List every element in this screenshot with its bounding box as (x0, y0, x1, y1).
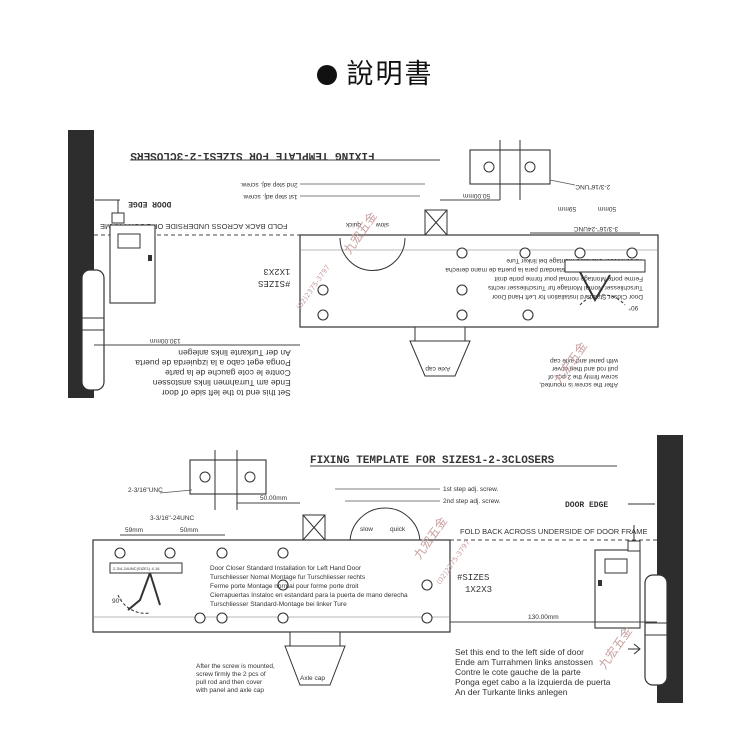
svg-text:90°: 90° (628, 304, 638, 312)
mounting-plate (92, 539, 451, 633)
dim-50b: 50mm (180, 527, 198, 534)
svg-text:with panel and axle cap: with panel and axle cap (195, 687, 264, 694)
step1-label: 1st step adj. screw. (443, 486, 498, 493)
svg-text:Cierrapuertas Instaloc en esta: Cierrapuertas Instaloc en estandard para… (210, 592, 408, 599)
svg-text:Ferme porte Montage normal pou: Ferme porte Montage normal pour forme po… (210, 583, 359, 590)
dim-130-top: 130.00mm (150, 337, 181, 344)
svg-text:pull rod and then cover: pull rod and then cover (196, 679, 263, 686)
svg-text:Door Closer Standard Installat: Door Closer Standard Installation for Le… (210, 565, 362, 572)
door-edge-label-top: DOOR EDGE (128, 199, 171, 208)
svg-text:Cierrapuertas Instaloc en esta: Cierrapuertas Instaloc en estandard para… (445, 266, 643, 273)
svg-text:Door Closer Standard Installat: Door Closer Standard Installation for Le… (491, 293, 643, 300)
svg-text:slow: slow (376, 221, 389, 228)
dim-50-top: 50.00mm (463, 192, 490, 199)
dim-50: 50.00mm (260, 495, 287, 502)
step2-label: 2nd step adj. screw. (443, 498, 501, 505)
template-drawing-top: FIXING TEMPLATE FOR SIZES1-2-3CLOSERS DO… (68, 130, 660, 398)
template-sheet-bottom: FIXING TEMPLATE FOR SIZES1-2-3CLOSERS 2-… (0, 435, 750, 710)
svg-text:DOOR EDGE: DOOR EDGE (128, 199, 171, 208)
after-screw-notes-top: After the screw is mounted, screw firmly… (539, 357, 619, 388)
bracket-top (469, 149, 551, 185)
unc-top-label: 2-3/16"UNC (128, 487, 163, 494)
fold-back-label-top: FOLD BACK ACROSS UNDERSIDE OF DOOR FRAME (100, 222, 288, 231)
axle-cap-label-top: Axle cap (425, 365, 450, 372)
step-labels-top: 1st step adj. screw. 2nd step adj. screw… (240, 181, 298, 200)
slow-quick-top: slow quick (345, 221, 389, 228)
template-sheet-top: FIXING TEMPLATE FOR SIZES1-2-3CLOSERS DO… (0, 130, 750, 405)
svg-text:2nd step adj. screw.: 2nd step adj. screw. (240, 181, 298, 188)
bullet-icon (316, 65, 337, 85)
svg-text:59mm: 59mm (558, 205, 576, 212)
svg-text:with panel and axle cap: with panel and axle cap (550, 357, 619, 364)
svg-text:Turschliesser Nomal Montage fu: Turschliesser Nomal Montage fur Turschli… (487, 284, 643, 291)
svg-text:#SIZES: #SIZES (258, 278, 290, 288)
svg-text:50mm: 50mm (598, 205, 616, 212)
template-drawing-bottom: FIXING TEMPLATE FOR SIZES1-2-3CLOSERS 2-… (92, 435, 683, 703)
svg-text:An der Turkante links anlegen: An der Turkante links anlegen (178, 348, 291, 358)
svg-text:pull rod and then cover: pull rod and then cover (551, 365, 618, 372)
template-title: FIXING TEMPLATE FOR SIZES1-2-3CLOSERS (310, 455, 555, 467)
svg-text:FIXING TEMPLATE FOR SIZES1-2-3: FIXING TEMPLATE FOR SIZES1-2-3CLOSERS (130, 149, 375, 161)
svg-text:1X2X3: 1X2X3 (263, 266, 290, 276)
arm-sketch: 2-3/4-24UNC(SIZE1) 4-16 90° (109, 562, 183, 614)
svg-text:2-3/4-24UNC(SIZE1) 4-16: 2-3/4-24UNC(SIZE1) 4-16 (113, 566, 160, 571)
mounting-plate-top (299, 234, 659, 328)
svg-text:Turschliesser Nomal Montage fu: Turschliesser Nomal Montage fur Turschli… (210, 574, 366, 581)
mounting-holes (114, 547, 433, 624)
door-edge-label: DOOR EDGE (565, 501, 608, 510)
svg-text:Set this end to the left side: Set this end to the left side of door (162, 388, 291, 398)
dim-130: 130.00mm (528, 614, 559, 621)
svg-text:Contre le cote gauche de la pa: Contre le cote gauche de la parte (455, 667, 581, 677)
svg-text:quick: quick (345, 221, 361, 228)
page-title: 說明書 (346, 59, 434, 90)
svg-text:90°: 90° (112, 597, 122, 605)
svg-text:Set this end to the left side: Set this end to the left side of door (455, 647, 584, 657)
svg-text:九宏五金: 九宏五金 (595, 624, 635, 672)
svg-text:An der Turkante links anlegen: An der Turkante links anlegen (455, 687, 568, 697)
axle-cap-label: Axle cap (300, 675, 325, 682)
svg-text:screw firmly the 2 pcs of: screw firmly the 2 pcs of (548, 373, 618, 380)
svg-text:Ende am Turrahmen links anstos: Ende am Turrahmen links anstossen (153, 378, 291, 388)
svg-text:50.00mm: 50.00mm (463, 192, 490, 199)
unc-top-label: 2-3/16"UNC (575, 183, 610, 190)
svg-text:130.00mm: 130.00mm (150, 337, 181, 344)
svg-text:1st step adj. screw.: 1st step adj. screw. (242, 193, 297, 200)
svg-text:FOLD BACK ACROSS UNDERSIDE OF: FOLD BACK ACROSS UNDERSIDE OF DOOR FRAME (100, 222, 288, 231)
axle-plate-top (414, 326, 466, 342)
set-end-notes-top: Set this end to the left side of door En… (135, 348, 291, 398)
unc-bolt-label: 3-3/16"-24UNC (150, 515, 195, 522)
svg-text:After the screw is mounted,: After the screw is mounted, (539, 381, 618, 388)
svg-text:Ende am Turrahmen links anstos: Ende am Turrahmen links anstossen (455, 657, 593, 667)
arrow-right-icon (628, 643, 641, 655)
dim-59: 59mm (125, 527, 143, 534)
sizes-label-top: #SIZES 1X2X3 (258, 266, 290, 288)
axle-plate (289, 631, 341, 647)
svg-text:Axle cap: Axle cap (425, 365, 450, 372)
sizes-label: #SIZES (457, 573, 489, 583)
svg-text:Ferme porte Montage normal pou: Ferme porte Montage normal pour forme po… (494, 275, 643, 282)
axle-cap (284, 645, 346, 686)
hinge-icon (644, 574, 668, 686)
svg-text:2-3/16"UNC: 2-3/16"UNC (575, 183, 610, 190)
sizes-value: 1X2X3 (465, 585, 492, 595)
svg-text:Turschliesser Standard-Montage: Turschliesser Standard-Montage bei linke… (210, 601, 347, 608)
svg-text:screw firmly the 2 pcs of: screw firmly the 2 pcs of (196, 671, 266, 678)
svg-text:3-3/16"-24UNC: 3-3/16"-24UNC (574, 225, 619, 232)
svg-text:Ponga eget cabo a la izquierda: Ponga eget cabo a la izquierda de puerta (135, 358, 291, 368)
fold-back-label: FOLD BACK ACROSS UNDERSIDE OF DOOR FRAME (460, 527, 648, 536)
svg-text:After the screw is mounted,: After the screw is mounted, (196, 663, 275, 670)
install-notes: Door Closer Standard Installation for Le… (210, 565, 408, 608)
arm-sketch-top: 90° (564, 259, 646, 312)
set-end-notes: Set this end to the left side of door En… (455, 647, 611, 697)
template-title-top: FIXING TEMPLATE FOR SIZES1-2-3CLOSERS (130, 149, 375, 161)
page-header: 說明書 (0, 52, 750, 91)
slow-label: slow (360, 526, 373, 533)
quick-label: quick (390, 526, 406, 533)
mounting-holes-top (317, 247, 638, 321)
dim-labels-top: 50mm 59mm 3-3/16"-24UNC (558, 205, 618, 232)
axle-cap-top (409, 340, 471, 377)
after-screw-notes: After the screw is mounted, screw firmly… (195, 663, 275, 694)
svg-text:Contre le cote gauche de la pa: Contre le cote gauche de la parte (165, 368, 291, 378)
svg-text:Ponga eget cabo a la izquierda: Ponga eget cabo a la izquierda de puerta (455, 677, 611, 687)
